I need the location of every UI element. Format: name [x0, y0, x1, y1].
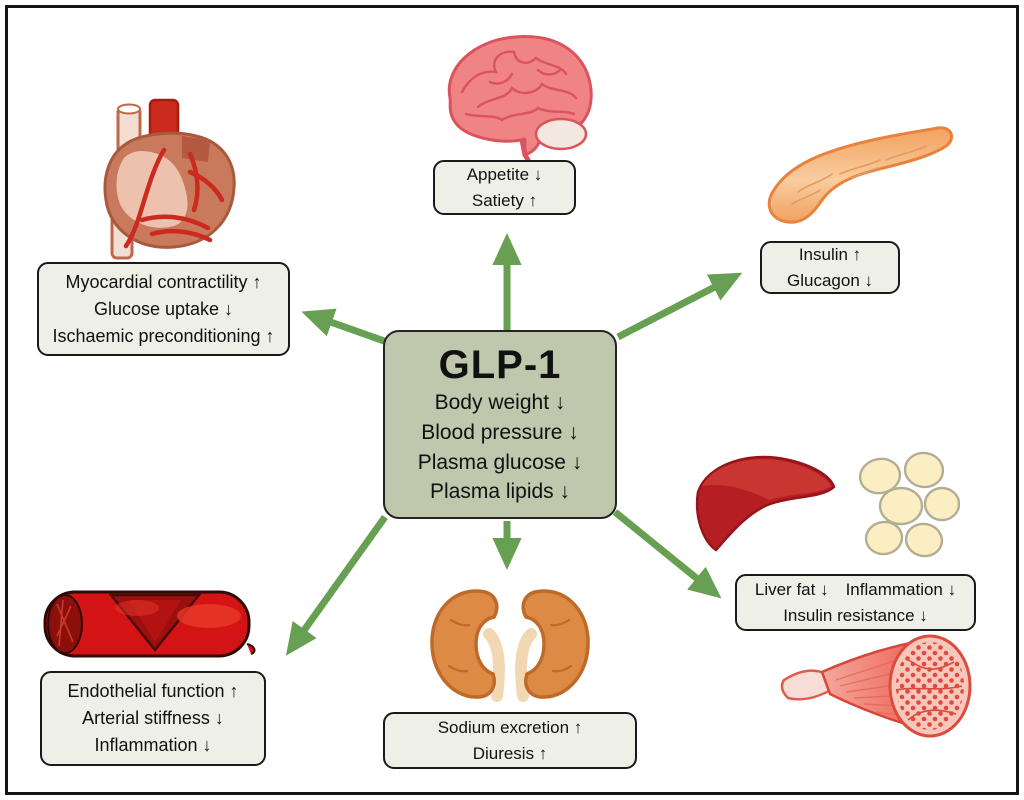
kidney-effect-diuresis: Diuresis ↑ [472, 743, 548, 763]
liver-effect-fat-inflammation: Liver fat ↓ Inflammation ↓ [754, 580, 957, 599]
pancreas-icon [767, 126, 954, 224]
kidneys-icon [430, 589, 590, 702]
arrow-to-pancreas-box [616, 272, 743, 341]
center-effect-plasma-glucose: Plasma glucose ↓ [417, 450, 583, 474]
heart-effect-glucose-uptake: Glucose uptake ↓ [93, 298, 234, 319]
liver-icon [695, 455, 836, 552]
brain-effect-appetite: Appetite ↓ [466, 165, 543, 184]
glp1-title: GLP-1 [438, 342, 562, 387]
pancreas-effects-box: Insulin ↑ Glucagon ↓ [760, 241, 900, 294]
heart-effect-contractility: Myocardial contractility ↑ [65, 271, 262, 292]
heart-icon [103, 98, 236, 260]
skeletal-muscle-icon [780, 634, 972, 738]
pancreas-effect-glucagon: Glucagon ↓ [787, 270, 873, 290]
liver-effect-insulin-resistance: Insulin resistance ↓ [783, 605, 928, 625]
blood-vessel-icon [43, 590, 256, 658]
glp1-center-box: GLP-1 Body weight ↓ Blood pressure ↓ Pla… [383, 330, 617, 519]
center-effect-blood-pressure: Blood pressure ↓ [421, 420, 579, 444]
center-effect-body-weight: Body weight ↓ [434, 390, 566, 414]
brain-icon [447, 35, 593, 162]
brain-effect-satiety: Satiety ↑ [471, 190, 538, 210]
pancreas-effect-insulin: Insulin ↑ [798, 245, 862, 264]
fat-cells-icon [858, 451, 960, 558]
arrow-to-vessel-box [285, 514, 388, 656]
kidney-effects-box: Sodium excretion ↑ Diuresis ↑ [383, 712, 637, 769]
vessel-effect-endothelial: Endothelial function ↑ [67, 681, 239, 701]
vessel-effect-inflammation: Inflammation ↓ [94, 735, 212, 755]
center-effect-plasma-lipids: Plasma lipids ↓ [429, 480, 571, 504]
heart-effect-preconditioning: Ischaemic preconditioning ↑ [52, 325, 275, 346]
arrow-to-heart-box [301, 308, 389, 346]
vessel-effect-stiffness: Arterial stiffness ↓ [82, 708, 224, 728]
heart-effects-box: Myocardial contractility ↑ Glucose uptak… [37, 262, 290, 356]
vessel-effects-box: Endothelial function ↑ Arterial stiffnes… [40, 671, 266, 766]
brain-effects-box: Appetite ↓ Satiety ↑ [433, 160, 576, 215]
kidney-effect-sodium: Sodium excretion ↑ [437, 718, 583, 737]
liver-effects-box: Liver fat ↓ Inflammation ↓ Insulin resis… [735, 574, 976, 631]
